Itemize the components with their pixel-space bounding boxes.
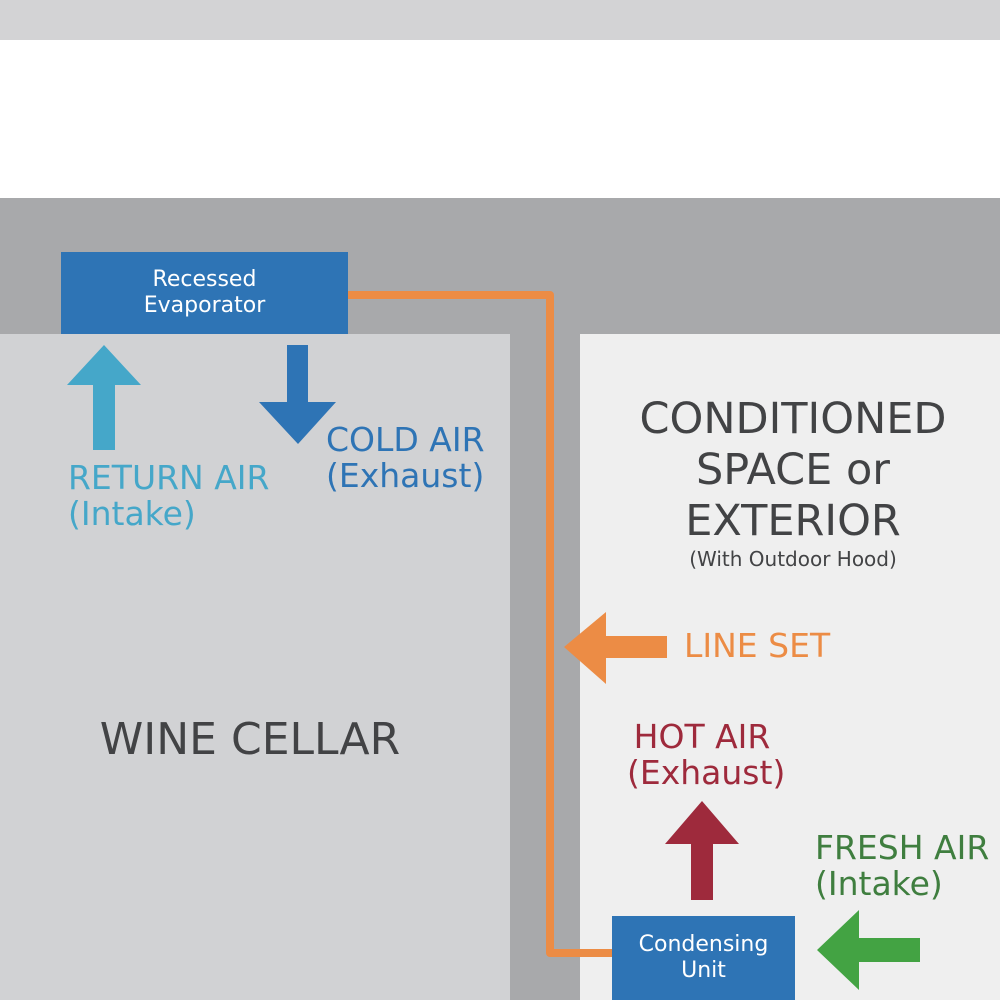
hot-air-label: HOT AIR (Exhaust) — [627, 717, 786, 793]
return-air-label-line2: (Intake) — [68, 494, 196, 534]
return-air-label: RETURN AIR (Intake) — [68, 458, 270, 534]
fresh-air-label-line2: (Intake) — [815, 864, 943, 904]
evaporator-label-line1: Recessed — [152, 267, 257, 292]
conditioned-title-line3: EXTERIOR — [685, 496, 901, 546]
conditioned-title-line1: CONDITIONED — [639, 394, 947, 444]
conditioned-title-line2: SPACE or — [696, 445, 890, 495]
return-air-label-line1: RETURN AIR — [68, 458, 270, 497]
hot-air-label-line2: (Exhaust) — [627, 753, 786, 793]
line-set-label: LINE SET — [684, 626, 831, 665]
fresh-air-label-line1: FRESH AIR — [815, 828, 990, 867]
return-air-arrow-icon — [67, 345, 141, 450]
conditioned-space-title: CONDITIONED SPACE or EXTERIOR — [600, 394, 986, 547]
fresh-air-arrow-icon — [817, 910, 920, 990]
recessed-evaporator-unit: Recessed Evaporator — [61, 252, 348, 334]
cold-air-label-line2: (Exhaust) — [326, 456, 485, 496]
line-set-pipe — [348, 291, 612, 957]
conditioned-space-subtitle: (With Outdoor Hood) — [689, 547, 897, 571]
hot-air-arrow-icon — [665, 801, 739, 900]
line-set-arrow-icon — [564, 612, 667, 684]
wine-cellar-title: WINE CELLAR — [99, 714, 401, 765]
condensing-label-line2: Unit — [681, 958, 726, 983]
condensing-unit: Condensing Unit — [612, 916, 795, 1000]
evaporator-label-line2: Evaporator — [143, 293, 266, 318]
cold-air-arrow-icon — [259, 345, 336, 444]
cold-air-label: COLD AIR (Exhaust) — [326, 420, 485, 496]
conditioned-space-area — [580, 334, 1000, 1000]
cold-air-label-line1: COLD AIR — [326, 420, 485, 459]
wine-cellar-area — [0, 334, 510, 1000]
hot-air-label-line1: HOT AIR — [633, 717, 771, 756]
condensing-label-line1: Condensing — [638, 932, 769, 957]
top-strip — [0, 0, 1000, 40]
fresh-air-label: FRESH AIR (Intake) — [815, 828, 990, 904]
